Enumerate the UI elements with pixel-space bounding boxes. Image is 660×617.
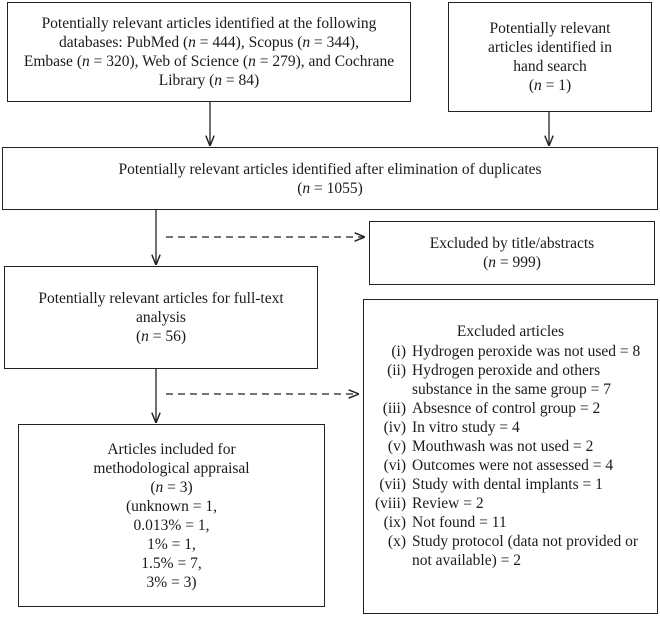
excluded-item: (i) Hydrogen peroxide was not used = 8 xyxy=(364,342,651,361)
hand-search-box: Potentially relevant articles identified… xyxy=(448,2,652,112)
full-text-line-3: (n = 56) xyxy=(135,328,187,345)
included-box: Articles included for methodological app… xyxy=(18,424,325,607)
excluded-item-number: (i) xyxy=(391,343,406,360)
full-text-box: Potentially relevant articles for full-t… xyxy=(4,266,318,369)
identification-box: Potentially relevant articles identified… xyxy=(7,2,411,102)
included-line-6: 1% = 1, xyxy=(147,535,196,553)
included-line-1: Articles included for xyxy=(107,440,236,458)
included-line-2: methodological appraisal xyxy=(93,459,250,477)
identification-line-2: databases: PubMed (n = 444), Scopus (n =… xyxy=(59,34,359,51)
excluded-item-number: (x) xyxy=(387,533,406,550)
full-text-line-2: analysis xyxy=(136,309,186,326)
excluded-item-number: (iii) xyxy=(382,400,406,417)
identification-line-4: Library (n = 84) xyxy=(158,72,260,89)
excluded-item: (ix) Not found = 11 xyxy=(364,513,651,532)
excluded-item: (iii) Absesnce of control group = 2 xyxy=(364,399,651,418)
included-line-3: (n = 3) xyxy=(150,478,193,496)
excluded-item-number: (v) xyxy=(387,438,406,455)
excluded-item-number: (vi) xyxy=(383,457,406,474)
excluded-item-text: Hydrogen peroxide and others substance i… xyxy=(412,362,612,398)
hand-search-line-1: Potentially relevant xyxy=(489,20,611,37)
excluded-item: (viii) Review = 2 xyxy=(364,494,651,513)
excluded-item-number: (ii) xyxy=(387,362,406,379)
excluded-item-text: Review = 2 xyxy=(412,495,484,512)
excluded-item: (x) Study protocol (data not provided or … xyxy=(364,532,651,570)
deduplicated-line-2: (n = 1055) xyxy=(297,179,363,197)
excluded-item: (v) Mouthwash was not used = 2 xyxy=(364,437,651,456)
excluded-articles-title: Excluded articles xyxy=(456,323,565,340)
hand-search-line-3: hand search xyxy=(513,58,587,75)
identification-line-1: Potentially relevant articles identified… xyxy=(41,15,377,32)
excluded-item-number: (ix) xyxy=(383,514,406,531)
excluded-item-number: (iv) xyxy=(383,419,406,436)
excluded-item-number: (viii) xyxy=(375,495,406,512)
excluded-item: (vi) Outcomes were not assessed = 4 xyxy=(364,456,651,475)
hand-search-line-4: (n = 1) xyxy=(528,77,572,94)
excluded-item: (ii) Hydrogen peroxide and others substan… xyxy=(364,361,651,399)
identification-line-3: Embase (n = 320), Web of Science (n = 27… xyxy=(23,53,395,70)
excluded-item: (iv) In vitro study = 4 xyxy=(364,418,651,437)
excluded-item-text: Study protocol (data not provided or not… xyxy=(412,533,638,569)
excluded-item-text: Absesnce of control group = 2 xyxy=(412,400,601,417)
included-line-4: (unknown = 1, xyxy=(126,497,217,515)
excluded-title-line-1: Excluded by title/abstracts xyxy=(429,235,595,252)
excluded-item-text: Outcomes were not assessed = 4 xyxy=(412,457,614,474)
excluded-title-line-2: (n = 999) xyxy=(483,254,541,271)
excluded-item-number: (vii) xyxy=(379,476,406,493)
excluded-item-text: In vitro study = 4 xyxy=(412,419,520,436)
included-line-8: 3% = 3) xyxy=(146,573,197,591)
deduplicated-box: Potentially relevant articles identified… xyxy=(2,147,658,210)
included-line-7: 1.5% = 7, xyxy=(141,554,202,572)
full-text-line-1: Potentially relevant articles for full-t… xyxy=(38,290,284,307)
excluded-articles-list: (i)Hydrogen peroxide was not used = 8(ii… xyxy=(364,342,651,570)
deduplicated-line-1: Potentially relevant articles identified… xyxy=(118,160,542,178)
excluded-item: (vii) Study with dental implants = 1 xyxy=(364,475,651,494)
excluded-item-text: Study with dental implants = 1 xyxy=(412,476,603,493)
excluded-item-text: Hydrogen peroxide was not used = 8 xyxy=(412,343,641,360)
excluded-articles-box: Excluded articles (i) Hydrogen peroxide w… xyxy=(363,299,658,614)
excluded-item-text: Not found = 11 xyxy=(412,514,507,531)
included-line-5: 0.013% = 1, xyxy=(133,516,210,534)
excluded-item-text: Mouthwash was not used = 2 xyxy=(412,438,594,455)
hand-search-line-2: articles identified in xyxy=(488,39,612,56)
excluded-title-box: Excluded by title/abstracts (n = 999) xyxy=(369,221,655,285)
